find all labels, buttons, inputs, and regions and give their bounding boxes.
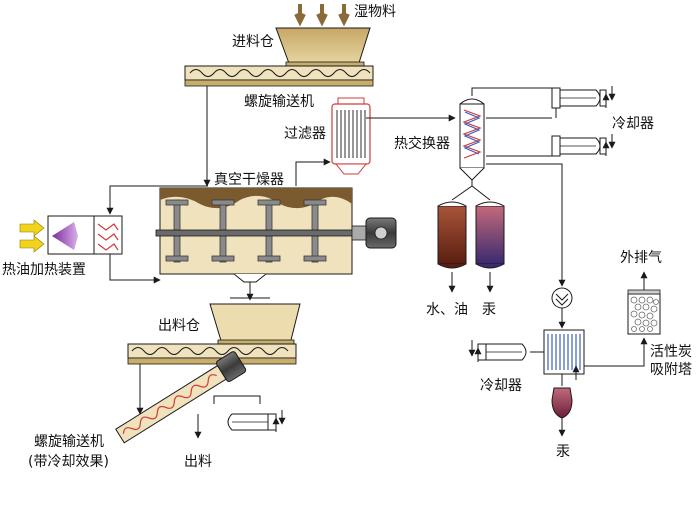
discharge-bin — [209, 303, 301, 347]
cooler-bottom-right — [468, 340, 527, 362]
label-screw-conveyor-bottom-note: (带冷却效果) — [28, 454, 109, 470]
flow-hx-to-pot2 — [471, 185, 491, 201]
flow-dryer-to-filter — [295, 158, 331, 186]
vacuum-pump — [551, 287, 573, 309]
wet-material-arrows — [294, 4, 350, 27]
label-discharge: 出料 — [184, 454, 212, 470]
label-carbon-1: 活性炭 — [650, 344, 692, 360]
heat-exchanger — [459, 98, 485, 181]
flow-hx-to-cooler — [471, 87, 552, 96]
label-screw-conveyor-bottom: 螺旋输送机 — [34, 434, 104, 450]
pot-mercury — [475, 201, 505, 293]
cooler-top-2 — [551, 134, 616, 157]
label-wet-material: 湿物料 — [354, 4, 396, 20]
label-screw-conveyor-top: 螺旋输送机 — [244, 94, 314, 110]
screw-conveyor-middle — [127, 343, 297, 365]
screw-conveyor-top — [184, 65, 374, 87]
label-water-oil: 水、油 — [426, 302, 468, 318]
label-feed-bin: 进料仓 — [232, 34, 274, 50]
dryer-motor — [351, 217, 397, 249]
screw-conveyor-inclined — [115, 351, 247, 444]
label-heat-exchanger: 热交换器 — [394, 136, 450, 152]
pot-water-oil — [437, 201, 467, 293]
label-vacuum-dryer: 真空干燥器 — [214, 172, 284, 188]
flow-heater-to-dryer — [109, 254, 161, 284]
label-mercury-2: 汞 — [556, 444, 570, 460]
vacuum-dryer — [155, 187, 357, 283]
filter — [331, 97, 371, 175]
flow-hx-to-pot1 — [451, 180, 473, 201]
label-cooler-top: 冷却器 — [612, 116, 654, 132]
label-carbon-2: 吸附塔 — [650, 362, 692, 378]
pot-mercury-bottom — [551, 387, 573, 437]
cooler-bottom-left — [227, 410, 286, 432]
cooler-top-1 — [551, 86, 616, 118]
flow-condenser-to-carbon — [584, 337, 648, 367]
flow-inclined-to-cooler — [213, 395, 261, 404]
label-exhaust: 外排气 — [620, 250, 662, 266]
flow-dryer-to-heater — [106, 185, 208, 215]
label-mercury-1: 汞 — [482, 302, 496, 318]
flow-hx-to-pump — [486, 163, 566, 287]
carbon-tower — [627, 289, 661, 335]
label-filter: 过滤器 — [284, 126, 326, 142]
label-oil-heater: 热油加热装置 — [2, 262, 86, 278]
label-cooler-bottom: 冷却器 — [480, 378, 522, 394]
condenser-bottom — [543, 329, 585, 380]
label-discharge-bin: 出料仓 — [158, 318, 200, 334]
feed-bin — [275, 27, 371, 69]
hot-oil-heater — [19, 215, 123, 255]
